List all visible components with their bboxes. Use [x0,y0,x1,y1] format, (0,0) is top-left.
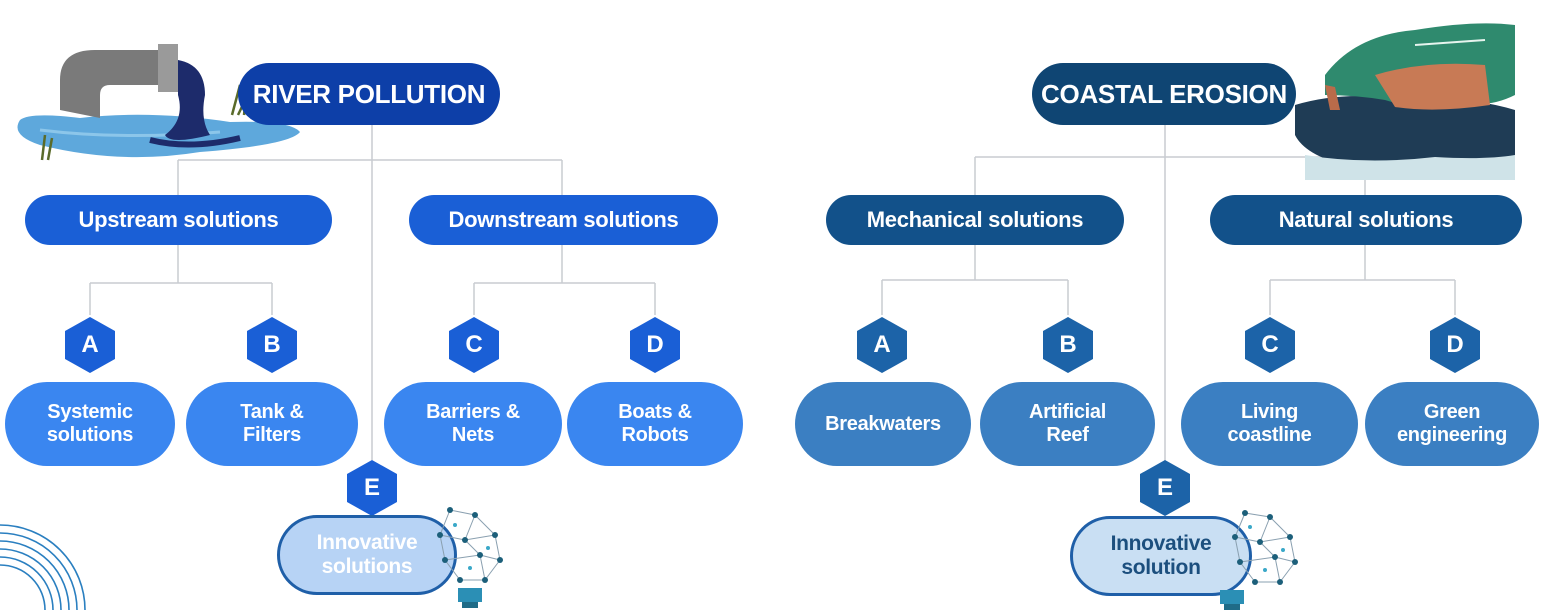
innovative-solutions-node: Innovative solutions [277,515,457,595]
mechanical-solutions-node: Mechanical solutions [826,195,1124,245]
leaf-line-1: Artificial [1028,401,1107,423]
artificial-reef-node: Artificial Reef [980,382,1155,466]
boats-robots-node: Boats & Robots [567,382,743,466]
leaf-line-2: Filters [243,424,301,446]
leaf-line-2: coastline [1227,424,1312,446]
hex-badge-d: D [1430,317,1480,373]
leaf-line-1: Green [1423,401,1481,423]
tank-filters-node: Tank & Filters [186,382,358,466]
hex-badge-c: C [1245,317,1295,373]
innov-line-1: Innovative [1110,532,1212,555]
systemic-solutions-node: Systemic solutions [5,382,175,466]
river-pollution-title: RIVER POLLUTION [238,63,500,125]
innov-line-2: solution [1121,556,1201,579]
leaf-line-2: Robots [621,424,689,446]
leaf-line-2: Reef [1046,424,1089,446]
drain-pipe-icon [17,44,300,161]
hex-badge-e: E [347,460,397,516]
leaf-line-1: Breakwaters [825,412,941,435]
hex-badge-a: A [65,317,115,373]
upstream-solutions-node: Upstream solutions [25,195,332,245]
hex-badge-b: B [247,317,297,373]
leaf-line-2: Nets [451,424,495,446]
living-coastline-node: Living coastline [1181,382,1358,466]
lightbulb-network-icon [1220,510,1298,610]
leaf-line-1: Barriers & [426,401,520,423]
leaf-line-1: Living [1240,401,1299,423]
leaf-line-1: Systemic [47,401,133,423]
hex-badge-c: C [449,317,499,373]
leaf-line-2: solutions [46,424,134,446]
natural-solutions-node: Natural solutions [1210,195,1522,245]
leaf-line-2: engineering [1396,424,1508,446]
innov-line-1: Innovative [316,531,418,554]
leaf-line-1: Tank & [240,401,304,423]
hex-badge-e: E [1140,460,1190,516]
innovative-solution-node: Innovative solution [1070,516,1252,596]
coastal-erosion-title: COASTAL EROSION [1032,63,1296,125]
breakwaters-node: Breakwaters [795,382,971,466]
concentric-arcs-decoration [0,524,86,610]
leaf-line-1: Boats & [618,401,692,423]
barriers-nets-node: Barriers & Nets [384,382,562,466]
downstream-solutions-node: Downstream solutions [409,195,718,245]
hex-badge-b: B [1043,317,1093,373]
green-engineering-node: Green engineering [1365,382,1539,466]
coastal-cliff-icon [1295,23,1515,180]
lightbulb-network-icon [437,507,503,608]
innov-line-2: solutions [321,555,413,578]
